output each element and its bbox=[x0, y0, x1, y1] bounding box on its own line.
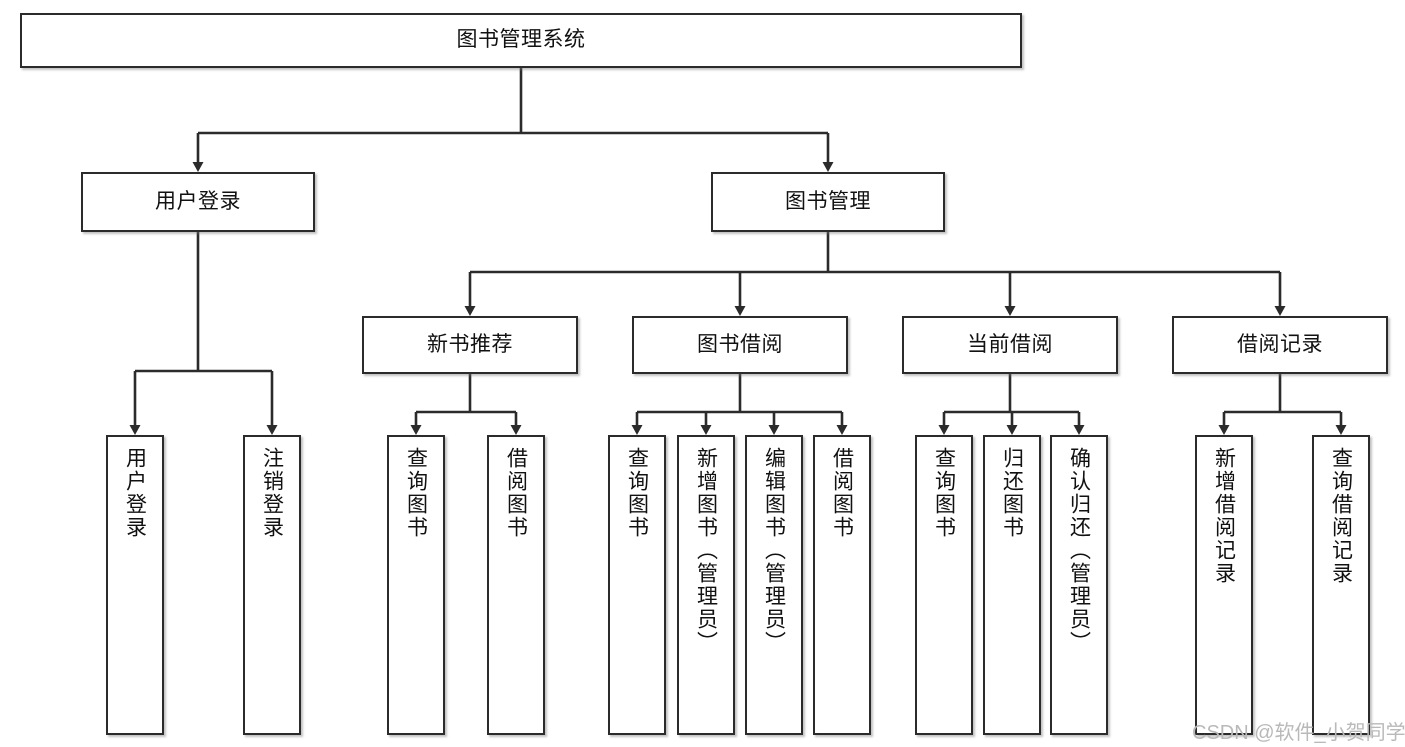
node-leaf-11: 新增借阅记录 bbox=[1195, 435, 1253, 735]
node-label: 用户登录 bbox=[155, 189, 241, 213]
node-label: 查询图书 bbox=[404, 447, 428, 539]
node-label: 当前借阅 bbox=[967, 332, 1053, 356]
node-label: 查询图书 bbox=[932, 447, 956, 539]
node-label: 编辑图书（管理员） bbox=[762, 447, 786, 654]
node-label: 确认归还（管理员） bbox=[1067, 447, 1091, 654]
node-leaf-3: 借阅图书 bbox=[487, 435, 545, 735]
node-leaf-12: 查询借阅记录 bbox=[1312, 435, 1370, 735]
node-label: 借阅图书 bbox=[830, 447, 854, 539]
node-leaf-0: 用户登录 bbox=[106, 435, 164, 735]
node-leaf-7: 借阅图书 bbox=[813, 435, 871, 735]
node-label: 查询借阅记录 bbox=[1329, 447, 1353, 585]
node-label: 图书借阅 bbox=[697, 332, 783, 356]
node-level3-3: 借阅记录 bbox=[1172, 316, 1388, 374]
node-label: 图书管理系统 bbox=[456, 28, 586, 52]
node-leaf-4: 查询图书 bbox=[608, 435, 666, 735]
node-label: 借阅图书 bbox=[504, 447, 528, 539]
node-label: 归还图书 bbox=[1000, 447, 1024, 539]
node-label: 新增借阅记录 bbox=[1212, 447, 1236, 585]
node-label: 新增图书（管理员） bbox=[694, 447, 718, 654]
node-label: 新书推荐 bbox=[427, 332, 513, 356]
node-label: 用户登录 bbox=[123, 447, 147, 539]
node-leaf-1: 注销登录 bbox=[243, 435, 301, 735]
node-leaf-10: 确认归还（管理员） bbox=[1050, 435, 1108, 735]
node-level3-2: 当前借阅 bbox=[902, 316, 1118, 374]
node-label: 借阅记录 bbox=[1237, 332, 1323, 356]
node-label: 查询图书 bbox=[625, 447, 649, 539]
node-label: 图书管理 bbox=[785, 189, 871, 213]
node-level3-0: 新书推荐 bbox=[362, 316, 578, 374]
node-root-title: 图书管理系统 bbox=[20, 13, 1022, 68]
node-level3-1: 图书借阅 bbox=[632, 316, 848, 374]
node-leaf-8: 查询图书 bbox=[915, 435, 973, 735]
node-level2-1: 图书管理 bbox=[711, 172, 945, 232]
node-leaf-9: 归还图书 bbox=[983, 435, 1041, 735]
node-leaf-2: 查询图书 bbox=[387, 435, 445, 735]
node-level2-0: 用户登录 bbox=[81, 172, 315, 232]
csdn-watermark: CSDN @软件_小贺同学 bbox=[1192, 722, 1405, 744]
node-leaf-5: 新增图书（管理员） bbox=[677, 435, 735, 735]
node-label: 注销登录 bbox=[260, 447, 284, 539]
node-leaf-6: 编辑图书（管理员） bbox=[745, 435, 803, 735]
